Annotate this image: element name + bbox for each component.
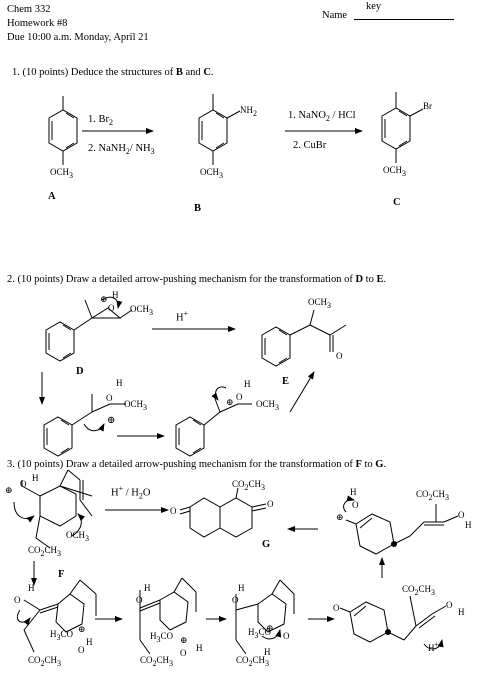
q2-d-o: O (108, 303, 115, 313)
q2-e-o: O (336, 351, 343, 361)
q3-tr-o: O (352, 500, 359, 510)
label-d: D (76, 366, 84, 377)
q3-f-plus: ⊕ (5, 485, 13, 495)
q1-br-label: Br (423, 101, 432, 111)
q2-i2-och3: OCH3 (256, 399, 280, 412)
course-title: Chem 332 (7, 4, 51, 15)
q2-i2-plus: ⊕ (226, 397, 234, 407)
intermediate-f1 (16, 579, 97, 653)
q2-i1-h: H (116, 378, 123, 388)
q3-b2-h3co: H3CO (150, 631, 174, 644)
q2-prompt: 2. (10 points) Draw a detailed arrow-pus… (7, 274, 387, 285)
q3-b4-h-plus: H+ (428, 640, 440, 653)
q1-prompt: 1. (10 points) Deduce the structures of … (12, 67, 214, 78)
q3-b4-co2ch3: CO2CH3 (402, 584, 436, 597)
q1-step1-reagent-a: 1. Br2 (88, 114, 113, 128)
q3-f-och3: OCH3 (66, 530, 90, 543)
q3-b1-plus: ⊕ (78, 624, 86, 634)
arrow-to-e (289, 371, 315, 413)
intermediate-d2 (175, 386, 252, 457)
q3-b1-h2o-o: O (78, 645, 85, 655)
structure-b (198, 94, 241, 165)
q1-c-och3: OCH3 (383, 165, 407, 178)
q3-b3-o: O (232, 595, 239, 605)
name-label: Name (322, 10, 348, 21)
q3-b2-o-bottom: O (180, 648, 187, 658)
q1-b-och3: OCH3 (200, 167, 224, 180)
intermediate-f3 (235, 579, 295, 655)
q2-reagent: H+ (176, 309, 189, 324)
q2-i2-o: O (236, 392, 243, 402)
q3-b2-h: H (144, 583, 151, 593)
q3-b2-h-bottom: H (196, 643, 203, 653)
q1-step2-reagent-a: 1. NaNO2 / HCl (288, 110, 356, 124)
q2-d-och3: OCH3 (130, 304, 154, 317)
q3-reagent: H+ / H2O (111, 484, 151, 501)
q3-tr-co2ch3: CO2CH3 (416, 489, 450, 502)
q2-i1-plus: ⊕ (107, 415, 116, 426)
q3-f-h: H (32, 473, 39, 483)
label-g: G (262, 539, 271, 550)
q3-b1-h: H (28, 583, 35, 593)
label-c: C (393, 197, 401, 208)
label-f: F (58, 569, 65, 580)
q3-g-o-right: O (267, 499, 274, 509)
q3-g-co2ch3: CO2CH3 (232, 479, 266, 492)
q2-i1-o: O (106, 393, 113, 403)
homework-title: Homework #8 (7, 18, 68, 29)
q3-f-co2ch3: CO2CH3 (28, 545, 62, 558)
q3-b2-o: O (136, 595, 143, 605)
q3-b4-h-right: H (458, 607, 465, 617)
q3-prompt: 3. (10 points) Draw a detailed arrow-pus… (7, 459, 387, 470)
q1-a-och3: OCH3 (50, 167, 74, 180)
structure-c (381, 92, 424, 163)
label-e: E (282, 376, 290, 387)
q3-tr-h-right: H (465, 520, 472, 530)
q3-f-o: O (20, 479, 27, 489)
q2-d-h: H (112, 290, 119, 300)
q2-i2-h: H (244, 379, 251, 389)
intermediate-f2 (139, 577, 197, 655)
q2-i1-och3: OCH3 (124, 399, 148, 412)
q3-b1-h3co: H3CO (50, 629, 74, 642)
q3-tr-plus: ⊕ (336, 512, 344, 522)
label-a: A (48, 191, 56, 202)
q3-b3-o-bottom: O (283, 631, 290, 641)
q1-step2-reagent-b: 2. CuBr (293, 140, 327, 151)
q3-b4-o-right: O (446, 600, 453, 610)
q3-b3-h3co: H3CO (248, 627, 272, 640)
q3-b1-o: O (14, 595, 21, 605)
structure-d (45, 296, 133, 362)
due-date: Due 10:00 a.m. Monday, April 21 (7, 32, 149, 43)
q3-b1-co2ch3: CO2CH3 (28, 655, 62, 668)
q3-b1-h2o-h: H (86, 637, 93, 647)
name-line (354, 19, 454, 20)
q3-b4-o: O (333, 603, 340, 613)
q1-nh2-label: NH2 (240, 105, 257, 118)
intermediate-d1 (43, 394, 126, 457)
q3-b2-plus: ⊕ (180, 635, 188, 645)
q1-step1-reagent-b: 2. NaNH2/ NH3 (88, 143, 155, 157)
q3-b3-co2ch3: CO2CH3 (236, 655, 270, 668)
q3-b2-co2ch3: CO2CH3 (140, 655, 174, 668)
q2-d-plus: ⊕ (100, 294, 108, 304)
q3-b3-h-bottom: H (264, 647, 271, 657)
q3-b3-plus: ⊕ (266, 623, 274, 633)
name-value: key (366, 1, 382, 12)
structure-f (13, 469, 93, 549)
label-b: B (194, 203, 202, 214)
structure-g (179, 487, 267, 538)
intermediate-f-top-right (343, 495, 459, 555)
intermediate-f4 (339, 595, 447, 650)
q3-tr-o-right: O (458, 510, 465, 520)
structure-e (261, 309, 347, 367)
q3-b3-h: H (238, 583, 245, 593)
structure-a (48, 96, 78, 165)
q3-tr-h: H (350, 487, 357, 497)
q2-e-och3: OCH3 (308, 297, 332, 310)
q3-g-o-left: O (170, 506, 177, 516)
